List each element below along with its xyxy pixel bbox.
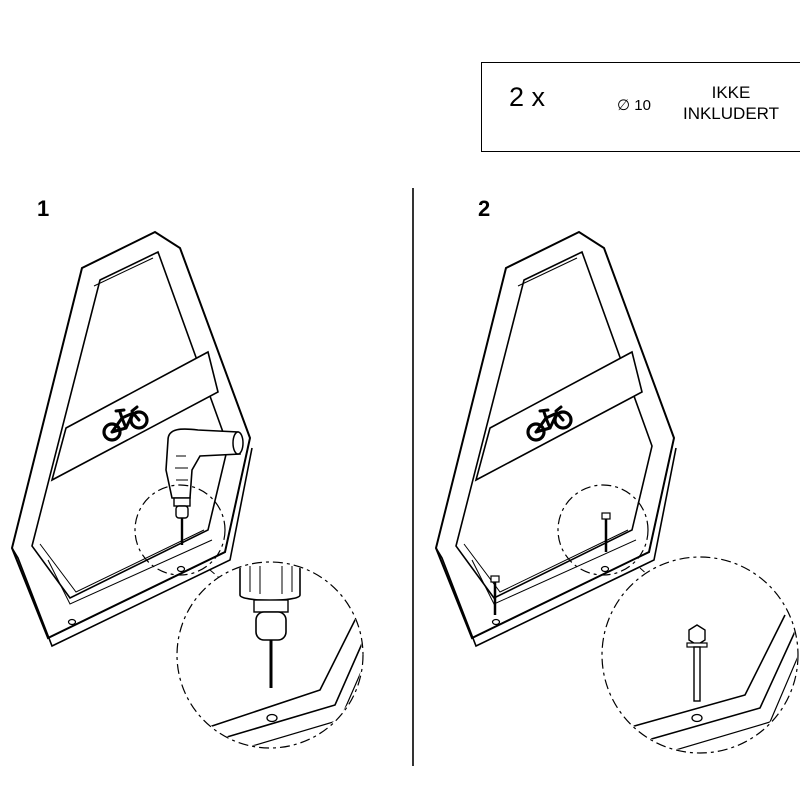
hardware-legend-box bbox=[481, 62, 800, 152]
detail-circle-small-2 bbox=[557, 484, 649, 576]
legend-note: IKKE INKLUDERT bbox=[676, 82, 786, 124]
legend-quantity: 2 x bbox=[509, 82, 546, 112]
step-number-1: 1 bbox=[37, 196, 50, 221]
note-line1: IKKE bbox=[711, 83, 751, 102]
diameter-value: 10 bbox=[634, 97, 651, 114]
legend-diameter: ∅ 10 bbox=[617, 96, 651, 114]
detail-circle-small bbox=[134, 484, 226, 576]
detail-circle-large-2 bbox=[601, 556, 799, 754]
drill-icon bbox=[165, 428, 244, 545]
diameter-symbol: ∅ bbox=[617, 97, 631, 114]
note-line2: INKLUDERT bbox=[682, 104, 780, 123]
detail-circle-large bbox=[176, 561, 364, 749]
bolt-icon bbox=[490, 512, 611, 615]
step-number-2: 2 bbox=[478, 196, 491, 221]
